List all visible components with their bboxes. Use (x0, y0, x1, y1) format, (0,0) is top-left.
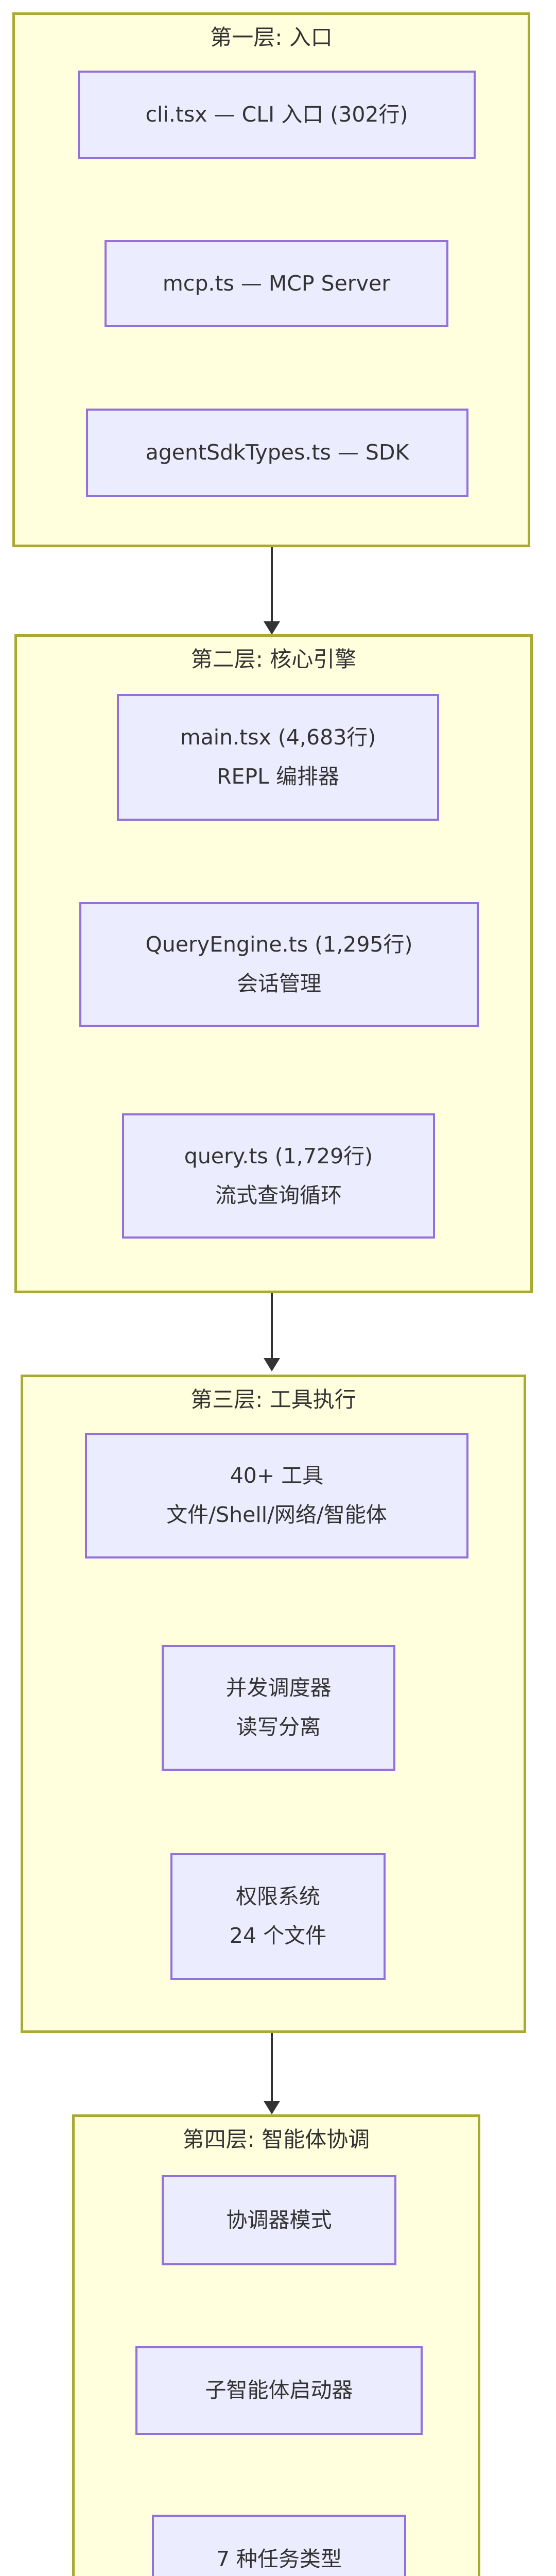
flow-arrow-2 (264, 1293, 280, 1371)
layer-3-cluster: 第三层: 工具执行 40+ 工具 文件/Shell/网络/智能体 并发调度器 读… (21, 1375, 526, 2033)
arrow-line (271, 547, 273, 622)
arrow-head-icon (264, 621, 280, 635)
node-label: 子智能体启动器 (205, 2378, 353, 2403)
arrow-head-icon (264, 1358, 280, 1371)
node-label: agentSdkTypes.ts — SDK (145, 440, 409, 465)
node-query-engine: QueryEngine.ts (1,295行) 会话管理 (79, 902, 479, 1027)
node-agent-sdk-types: agentSdkTypes.ts — SDK (86, 409, 468, 497)
node-label: REPL 编排器 (217, 764, 339, 789)
node-cli-tsx: cli.tsx — CLI 入口 (302行) (78, 71, 476, 159)
node-label: 会话管理 (237, 971, 321, 996)
node-label: 文件/Shell/网络/智能体 (166, 1502, 387, 1527)
node-label: 并发调度器 (225, 1675, 332, 1701)
node-label: 协调器模式 (226, 2207, 332, 2232)
node-concurrent-scheduler: 并发调度器 读写分离 (162, 1645, 395, 1771)
arrow-head-icon (264, 2101, 280, 2114)
node-label: QueryEngine.ts (1,295行) (145, 932, 413, 957)
node-label: main.tsx (4,683行) (180, 725, 376, 750)
flow-arrow-1 (264, 547, 280, 635)
layer-1-cluster: 第一层: 入口 cli.tsx — CLI 入口 (302行) mcp.ts —… (12, 12, 530, 547)
node-label: 40+ 工具 (230, 1463, 324, 1488)
arrow-line (271, 1293, 273, 1359)
node-query-ts: query.ts (1,729行) 流式查询循环 (122, 1113, 435, 1239)
node-label: 7 种任务类型 (216, 2547, 342, 2572)
layer-1-title: 第一层: 入口 (210, 25, 333, 50)
node-mcp-ts: mcp.ts — MCP Server (105, 240, 448, 327)
layer-2-title: 第二层: 核心引擎 (190, 647, 357, 672)
layer-3-title: 第三层: 工具执行 (190, 1387, 356, 1412)
node-label: query.ts (1,729行) (184, 1143, 373, 1168)
layer-4-title: 第四层: 智能体协调 (182, 2127, 370, 2152)
node-label: 读写分离 (236, 1715, 321, 1739)
flow-arrow-3 (264, 2033, 280, 2114)
node-main-tsx: main.tsx (4,683行) REPL 编排器 (117, 694, 439, 821)
node-label: cli.tsx — CLI 入口 (302行) (145, 102, 408, 127)
node-label: 权限系统 (236, 1884, 320, 1909)
node-subagent-launcher: 子智能体启动器 (135, 2346, 423, 2435)
node-label: 流式查询循环 (215, 1182, 342, 1208)
node-permission-system: 权限系统 24 个文件 (170, 1853, 386, 1980)
layer-2-cluster: 第二层: 核心引擎 main.tsx (4,683行) REPL 编排器 Que… (14, 634, 533, 1293)
layer-4-cluster: 第四层: 智能体协调 协调器模式 子智能体启动器 7 种任务类型 (72, 2114, 480, 2576)
node-tools-40plus: 40+ 工具 文件/Shell/网络/智能体 (85, 1433, 468, 1558)
node-coordinator-mode: 协调器模式 (162, 2175, 396, 2265)
node-task-types: 7 种任务类型 (152, 2515, 406, 2576)
arrow-line (271, 2033, 273, 2102)
node-label: 24 个文件 (229, 1923, 327, 1948)
node-label: mcp.ts — MCP Server (162, 270, 391, 296)
